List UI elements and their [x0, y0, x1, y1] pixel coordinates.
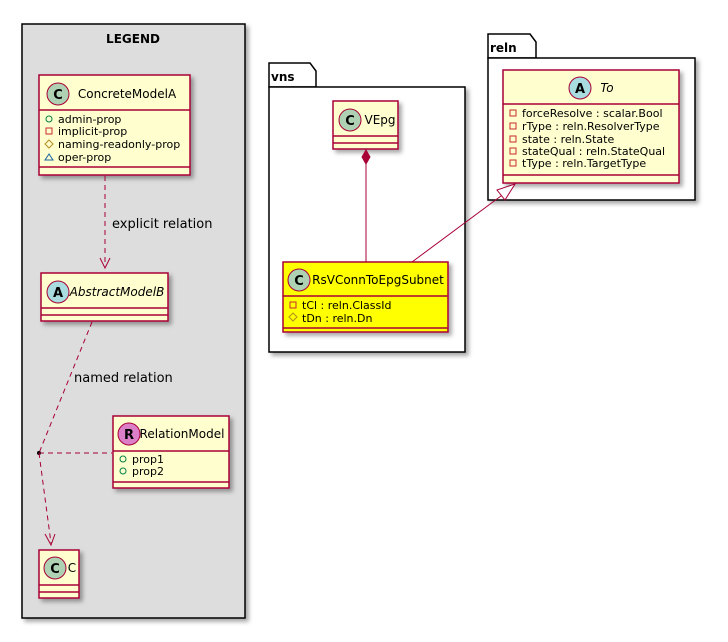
composition-diamond-icon [361, 148, 371, 166]
public-icon [119, 455, 127, 463]
attr-item: tType : reln.TargetType [522, 157, 646, 170]
attr-item: stateQual : reln.StateQual [522, 145, 665, 158]
edge-named-relation: named relation [37, 321, 173, 547]
prop-item: admin-prop [58, 113, 121, 126]
prop-item: implicit-prop [58, 125, 127, 138]
private-icon [509, 122, 517, 130]
class-name: RsVConnToEpgSubnet [312, 273, 444, 287]
prop-item: oper-prop [58, 151, 111, 164]
class-concrete-model-a[interactable]: C ConcreteModelA admin-prop implicit-pro… [38, 74, 191, 176]
abstract-a-icon [46, 280, 70, 304]
class-c-icon [287, 268, 311, 292]
class-c-icon [338, 108, 362, 132]
class-name: ConcreteModelA [78, 87, 177, 101]
edge-label: named relation [74, 371, 173, 386]
class-name: VEpg [364, 113, 395, 127]
stereotype-letter: A [575, 82, 585, 97]
public-icon [45, 115, 53, 123]
private-icon [509, 147, 517, 155]
private-icon [509, 109, 517, 117]
class-name: C [68, 561, 76, 575]
prop-item: prop2 [132, 465, 164, 478]
attr-item: tDn : reln.Dn [302, 312, 372, 325]
stereotype-letter: C [53, 88, 63, 103]
legend-title: LEGEND [106, 32, 160, 46]
class-name: To [600, 81, 613, 95]
private-icon [289, 301, 297, 309]
attr-item: forceResolve : scalar.Bool [522, 107, 663, 120]
inheritance-triangle-icon [496, 183, 517, 201]
attr-item: rType : reln.ResolverType [522, 120, 660, 133]
package-name: reln [490, 41, 517, 55]
class-abstract-model-b[interactable]: A AbstractModelB [40, 272, 169, 322]
class-c-icon [46, 82, 70, 106]
stereotype-letter: C [50, 562, 60, 577]
package-private-icon [44, 153, 54, 161]
class-c-icon [43, 556, 67, 580]
stereotype-letter: A [53, 286, 63, 301]
edge-label: explicit relation [112, 217, 212, 232]
relation-r-icon [117, 422, 141, 446]
attr-item: state : reln.State [522, 133, 614, 146]
stereotype-letter: C [294, 274, 304, 289]
class-to[interactable]: A To forceResolve : scalar.Bool rType : … [502, 69, 680, 184]
class-vepg[interactable]: C VEpg [332, 100, 399, 150]
private-icon [45, 127, 53, 135]
class-name: AbstractModelB [69, 285, 165, 299]
class-relation-model[interactable]: R RelationModel prop1 prop2 [112, 415, 230, 489]
edge-explicit-relation: explicit relation [99, 176, 212, 270]
class-c[interactable]: C C [38, 549, 80, 599]
protected-icon [44, 139, 54, 149]
stereotype-letter: C [345, 114, 355, 129]
class-name: RelationModel [140, 427, 225, 441]
prop-item: naming-readonly-prop [58, 138, 180, 151]
private-icon [509, 159, 517, 167]
public-icon [119, 467, 127, 475]
class-rsvconntoepgsubnet[interactable]: C RsVConnToEpgSubnet tCl : reln.ClassId … [282, 261, 449, 333]
private-icon [509, 135, 517, 143]
prop-item: prop1 [132, 453, 164, 466]
abstract-a-icon [568, 76, 592, 100]
attr-item: tCl : reln.ClassId [302, 299, 392, 312]
edge-composition [361, 148, 371, 262]
stereotype-letter: R [124, 428, 134, 443]
edge-inheritance [411, 183, 517, 263]
package-name: vns [271, 70, 295, 84]
protected-icon [288, 312, 298, 322]
